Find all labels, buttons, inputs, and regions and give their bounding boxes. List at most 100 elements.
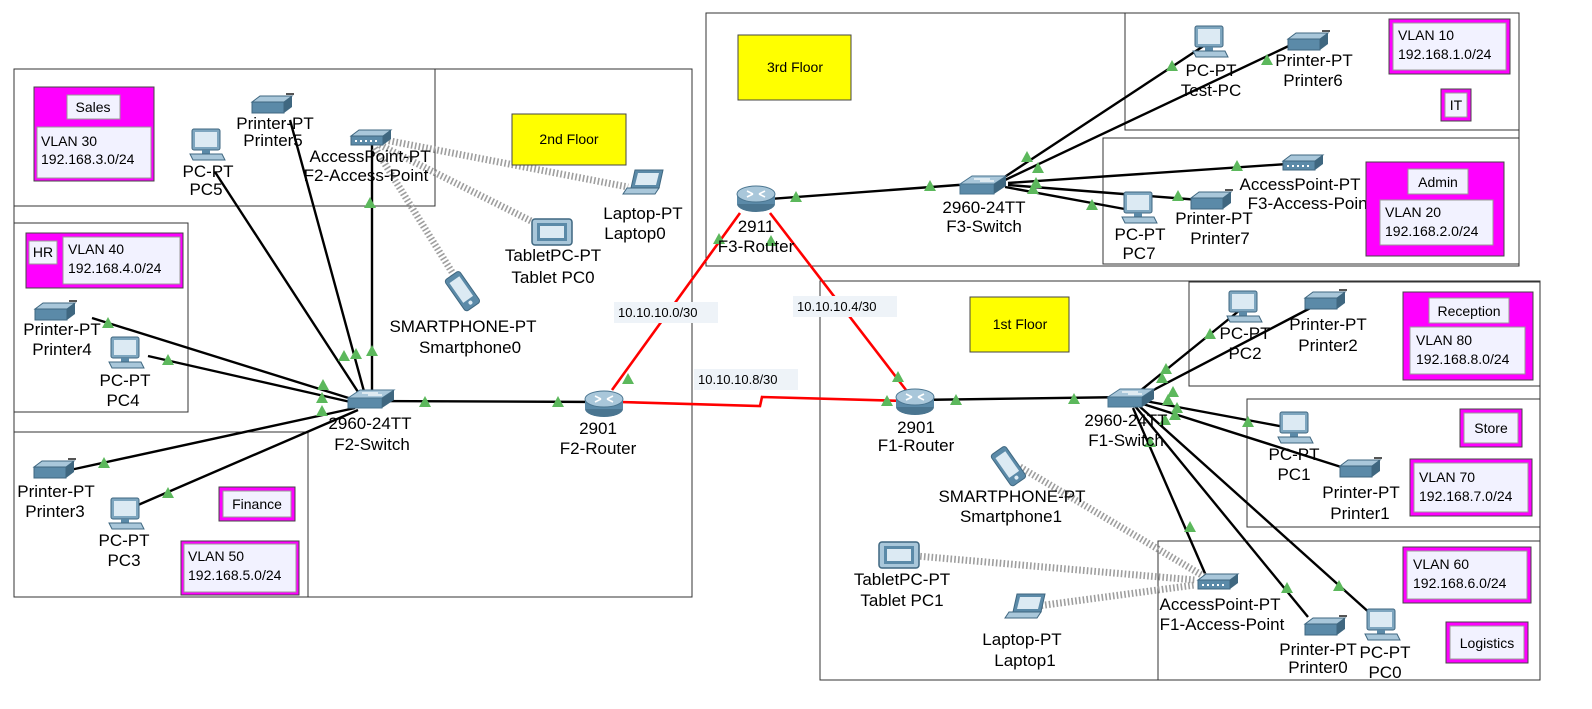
pc5-model: PC-PT	[183, 162, 234, 181]
link-f1switch-printer2[interactable]	[1139, 301, 1321, 399]
printer7-icon[interactable]	[1190, 189, 1234, 210]
printer5-icon[interactable]	[251, 93, 295, 114]
printer6-icon[interactable]	[1287, 30, 1331, 51]
f1-ap-model: AccessPoint-PT	[1160, 595, 1281, 614]
printer2-icon[interactable]	[1304, 289, 1348, 310]
dept-reception-vlan: VLAN 80	[1416, 332, 1472, 348]
frame-it	[1124, 12, 1520, 131]
pc2-icon[interactable]	[1226, 290, 1263, 323]
printer0-model: Printer-PT	[1279, 640, 1356, 659]
f3-ap-icon[interactable]	[1282, 154, 1324, 171]
link-f3switch-pc7[interactable]	[1004, 185, 1131, 212]
testpc-icon[interactable]	[1192, 25, 1229, 58]
frame-logistics	[1157, 540, 1541, 681]
f1-ap-name: F1-Access-Point	[1160, 615, 1285, 634]
pc0-name: PC0	[1368, 663, 1401, 682]
printer2-name: Printer2	[1298, 336, 1358, 355]
laptop0-icon[interactable]	[622, 169, 664, 195]
laptop0-name: Laptop0	[604, 224, 665, 243]
tablet1-icon[interactable]	[878, 541, 920, 569]
printer2-model: Printer-PT	[1289, 315, 1366, 334]
smart0-model: SMARTPHONE-PT	[389, 317, 536, 336]
laptop1-model: Laptop-PT	[982, 630, 1061, 649]
pc3-model: PC-PT	[99, 531, 150, 550]
serial-f2router-f1router[interactable]	[619, 395, 907, 408]
f2-ap-icon[interactable]	[350, 129, 392, 146]
pc0-icon[interactable]	[1364, 608, 1401, 641]
frame-store	[1246, 398, 1541, 528]
dept-logistics-vlan: VLAN 60	[1413, 556, 1469, 572]
link-f3switch-printer6[interactable]	[1004, 41, 1296, 182]
link-f2switch-printer5[interactable]	[288, 119, 367, 396]
pc4-icon[interactable]	[108, 336, 145, 369]
link-f2switch-printer3[interactable]	[69, 406, 356, 472]
f2-switch-name: F2-Switch	[334, 435, 410, 454]
dept-finance-name: Finance	[232, 496, 282, 512]
area-frames	[13, 12, 1541, 681]
laptop1-icon[interactable]	[1004, 593, 1046, 619]
dept-it-name: IT	[1450, 97, 1463, 113]
dept-logistics-subnet: 192.168.6.0/24	[1413, 575, 1507, 591]
link-f1switch-pc0[interactable]	[1137, 404, 1373, 616]
device-labels: 2901 F2-Router 2911 F3-Router 2901 F1-Ro…	[17, 51, 1410, 682]
printer7-name: Printer7	[1190, 229, 1250, 248]
dept-finance-vlan: VLAN 50	[188, 548, 244, 564]
pc7-name: PC7	[1122, 244, 1155, 263]
link-f1router-f1switch[interactable]	[914, 395, 1131, 402]
smart1-model: SMARTPHONE-PT	[938, 487, 1085, 506]
testpc-model: PC-PT	[1186, 61, 1237, 80]
testpc-name: Test-PC	[1181, 81, 1241, 100]
note-3rd-floor-box	[737, 34, 852, 101]
f1-ap-icon[interactable]	[1197, 573, 1239, 590]
laptop1-name: Laptop1	[994, 651, 1055, 670]
dept-sales-subnet: 192.168.3.0/24	[41, 151, 135, 167]
f1-router-icon[interactable]	[895, 388, 935, 416]
printer3-name: Printer3	[25, 502, 85, 521]
smartphone0-icon[interactable]	[443, 269, 482, 313]
note-1st-floor-box	[969, 296, 1070, 353]
dept-admin-vlan: VLAN 20	[1385, 204, 1441, 220]
pc5-name: PC5	[189, 180, 222, 199]
dept-store-subnet: 192.168.7.0/24	[1419, 488, 1513, 504]
f2-switch-icon[interactable]	[347, 389, 395, 409]
dept-finance-subnet: 192.168.5.0/24	[188, 567, 282, 583]
wifi-f1ap-laptop1	[1029, 581, 1196, 611]
f2-ap-name: F2-Access-Point	[304, 166, 429, 185]
pc3-icon[interactable]	[108, 497, 145, 530]
dept-it-vlan: VLAN 10	[1398, 27, 1454, 43]
pc5-icon[interactable]	[189, 128, 226, 161]
link-f2switch-printer4[interactable]	[91, 316, 356, 402]
tablet0-icon[interactable]	[531, 218, 573, 246]
printer1-name: Printer1	[1330, 504, 1390, 523]
printer3-icon[interactable]	[33, 458, 77, 479]
link-f1switch-f1ap[interactable]	[1131, 407, 1209, 579]
f2-router-icon[interactable]	[584, 390, 624, 418]
note-2nd-floor-box	[511, 113, 627, 166]
printer1-icon[interactable]	[1339, 457, 1383, 478]
wifi-f1ap-smart1	[1018, 463, 1207, 581]
link-f2switch-pc5[interactable]	[213, 171, 362, 396]
dept-hr-vlan: VLAN 40	[68, 241, 124, 257]
f3-router-icon[interactable]	[736, 185, 776, 213]
f3-switch-icon[interactable]	[959, 175, 1007, 195]
link-f3switch-f3ap[interactable]	[1007, 161, 1303, 185]
link-f1switch-printer0[interactable]	[1134, 405, 1309, 618]
pc1-icon[interactable]	[1277, 411, 1314, 444]
wireless-links	[372, 136, 1207, 611]
tablet0-model: TabletPC-PT	[505, 246, 601, 265]
link-f2switch-f2router[interactable]	[371, 399, 605, 404]
wifi-f2ap-laptop0	[384, 136, 629, 191]
dept-reception-name: Reception	[1437, 303, 1500, 319]
pc0-model: PC-PT	[1360, 643, 1411, 662]
link-f1switch-pc2[interactable]	[1134, 309, 1241, 396]
pc7-model: PC-PT	[1115, 225, 1166, 244]
printer0-icon[interactable]	[1304, 615, 1348, 636]
dept-sales-vlan: VLAN 30	[41, 133, 97, 149]
frame-sales	[13, 68, 436, 207]
printer4-icon[interactable]	[34, 300, 78, 321]
pc7-icon[interactable]	[1121, 191, 1158, 224]
printer5-model: Printer-PT	[236, 114, 313, 133]
dept-store-vlan: VLAN 70	[1419, 469, 1475, 485]
dept-sales-name: Sales	[75, 99, 110, 115]
link-f2switch-pc3[interactable]	[137, 408, 359, 507]
